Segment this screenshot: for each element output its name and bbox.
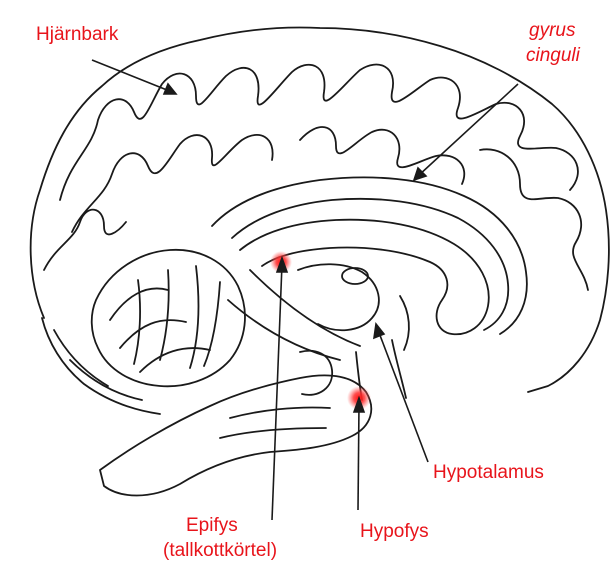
gyrus-pointer <box>418 84 518 176</box>
label-hypotalamus: Hypotalamus <box>433 462 544 484</box>
label-cinguli: cinguli <box>526 45 580 67</box>
label-hypofys: Hypofys <box>360 521 429 543</box>
epifys-pointer <box>272 264 282 520</box>
cortex-outline <box>31 28 609 393</box>
label-epifys: Epifys <box>186 515 238 537</box>
corpus-callosum <box>240 220 489 335</box>
hypofys-pointer <box>358 404 359 510</box>
hypotalamus-pointer <box>378 330 428 462</box>
label-gyrus: gyrus <box>529 20 575 42</box>
label-tallkottkortel: (tallkottkörtel) <box>163 540 277 562</box>
gyrus-cinguli <box>212 177 527 334</box>
label-hjarnbark: Hjärnbark <box>36 24 118 46</box>
